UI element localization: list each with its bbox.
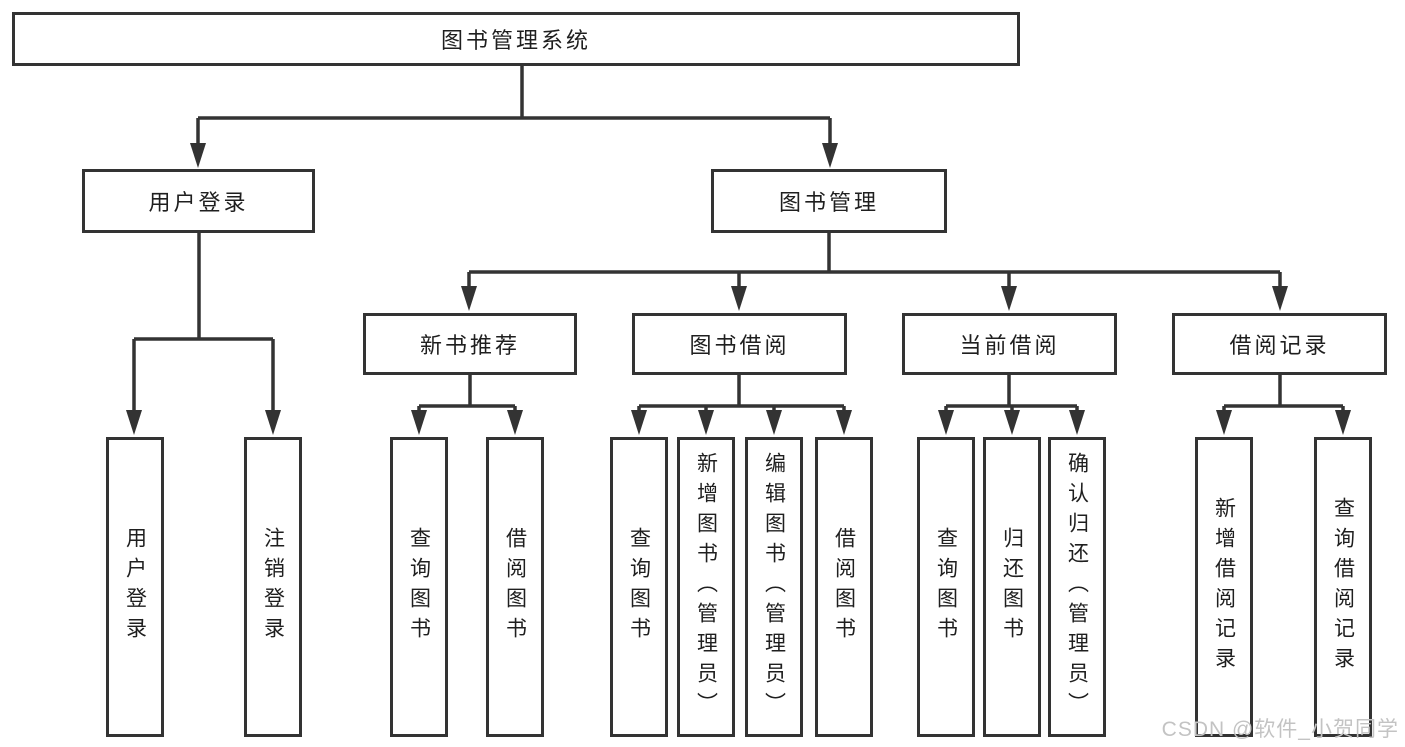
leaf-query-books-current: 查询图书 <box>917 437 975 737</box>
connector-current-to-leaves <box>944 375 1079 414</box>
node-book-borrow-label: 图书借阅 <box>689 333 790 358</box>
connector-borrow-to-leaves <box>637 375 846 414</box>
leaf-query-borrow-record-label: 查询借阅记录 <box>1331 497 1355 677</box>
csdn-watermark: CSDN @软件_小贺同学 <box>1161 718 1399 741</box>
arrowheads <box>126 143 1351 435</box>
leaf-user-login-label: 用户登录 <box>123 527 147 647</box>
connector-recommend-to-leaves <box>417 375 517 414</box>
connector-root-to-level2 <box>196 66 832 147</box>
leaf-add-books-admin-label: 新增图书（管理员） <box>694 452 718 722</box>
leaf-add-books-admin: 新增图书（管理员） <box>677 437 735 737</box>
leaf-add-borrow-record: 新增借阅记录 <box>1195 437 1253 737</box>
node-borrow-records-label: 借阅记录 <box>1229 333 1330 358</box>
node-book-borrow: 图书借阅 <box>632 313 847 375</box>
node-user-login-label: 用户登录 <box>148 190 249 215</box>
node-new-book-recommend: 新书推荐 <box>363 313 577 375</box>
leaf-logout-label: 注销登录 <box>261 527 285 647</box>
leaf-return-books: 归还图书 <box>983 437 1041 737</box>
node-book-management: 图书管理 <box>711 169 947 233</box>
leaf-add-borrow-record-label: 新增借阅记录 <box>1212 497 1236 677</box>
leaf-edit-books-admin-label: 编辑图书（管理员） <box>762 452 786 722</box>
node-borrow-records: 借阅记录 <box>1172 313 1387 375</box>
node-root-library-system: 图书管理系统 <box>12 12 1020 66</box>
leaf-logout: 注销登录 <box>244 437 302 737</box>
leaf-query-books-borrow: 查询图书 <box>610 437 668 737</box>
node-book-management-label: 图书管理 <box>778 190 879 215</box>
node-user-login: 用户登录 <box>82 169 315 233</box>
leaf-confirm-return-admin-label: 确认归还（管理员） <box>1065 452 1089 722</box>
leaf-return-books-label: 归还图书 <box>1000 527 1024 647</box>
leaf-borrow-books-recommend: 借阅图书 <box>486 437 544 737</box>
connector-bookmgmt-to-level3 <box>467 233 1282 290</box>
connector-records-to-leaves <box>1222 375 1345 414</box>
node-new-book-recommend-label: 新书推荐 <box>419 333 520 358</box>
leaf-borrow-books-label: 借阅图书 <box>832 527 856 647</box>
leaf-borrow-books-recommend-label: 借阅图书 <box>503 527 527 647</box>
leaf-borrow-books: 借阅图书 <box>815 437 873 737</box>
leaf-query-books-recommend-label: 查询图书 <box>407 527 431 647</box>
node-current-borrow-label: 当前借阅 <box>959 333 1060 358</box>
leaf-confirm-return-admin: 确认归还（管理员） <box>1048 437 1106 737</box>
leaf-user-login: 用户登录 <box>106 437 164 737</box>
node-root-label: 图书管理系统 <box>440 28 591 53</box>
leaf-edit-books-admin: 编辑图书（管理员） <box>745 437 803 737</box>
leaf-query-books-borrow-label: 查询图书 <box>627 527 651 647</box>
node-current-borrow: 当前借阅 <box>902 313 1117 375</box>
leaf-query-books-current-label: 查询图书 <box>934 527 958 647</box>
leaf-query-borrow-record: 查询借阅记录 <box>1314 437 1372 737</box>
leaf-query-books-recommend: 查询图书 <box>390 437 448 737</box>
connector-userlogin-to-leaves <box>132 233 275 414</box>
